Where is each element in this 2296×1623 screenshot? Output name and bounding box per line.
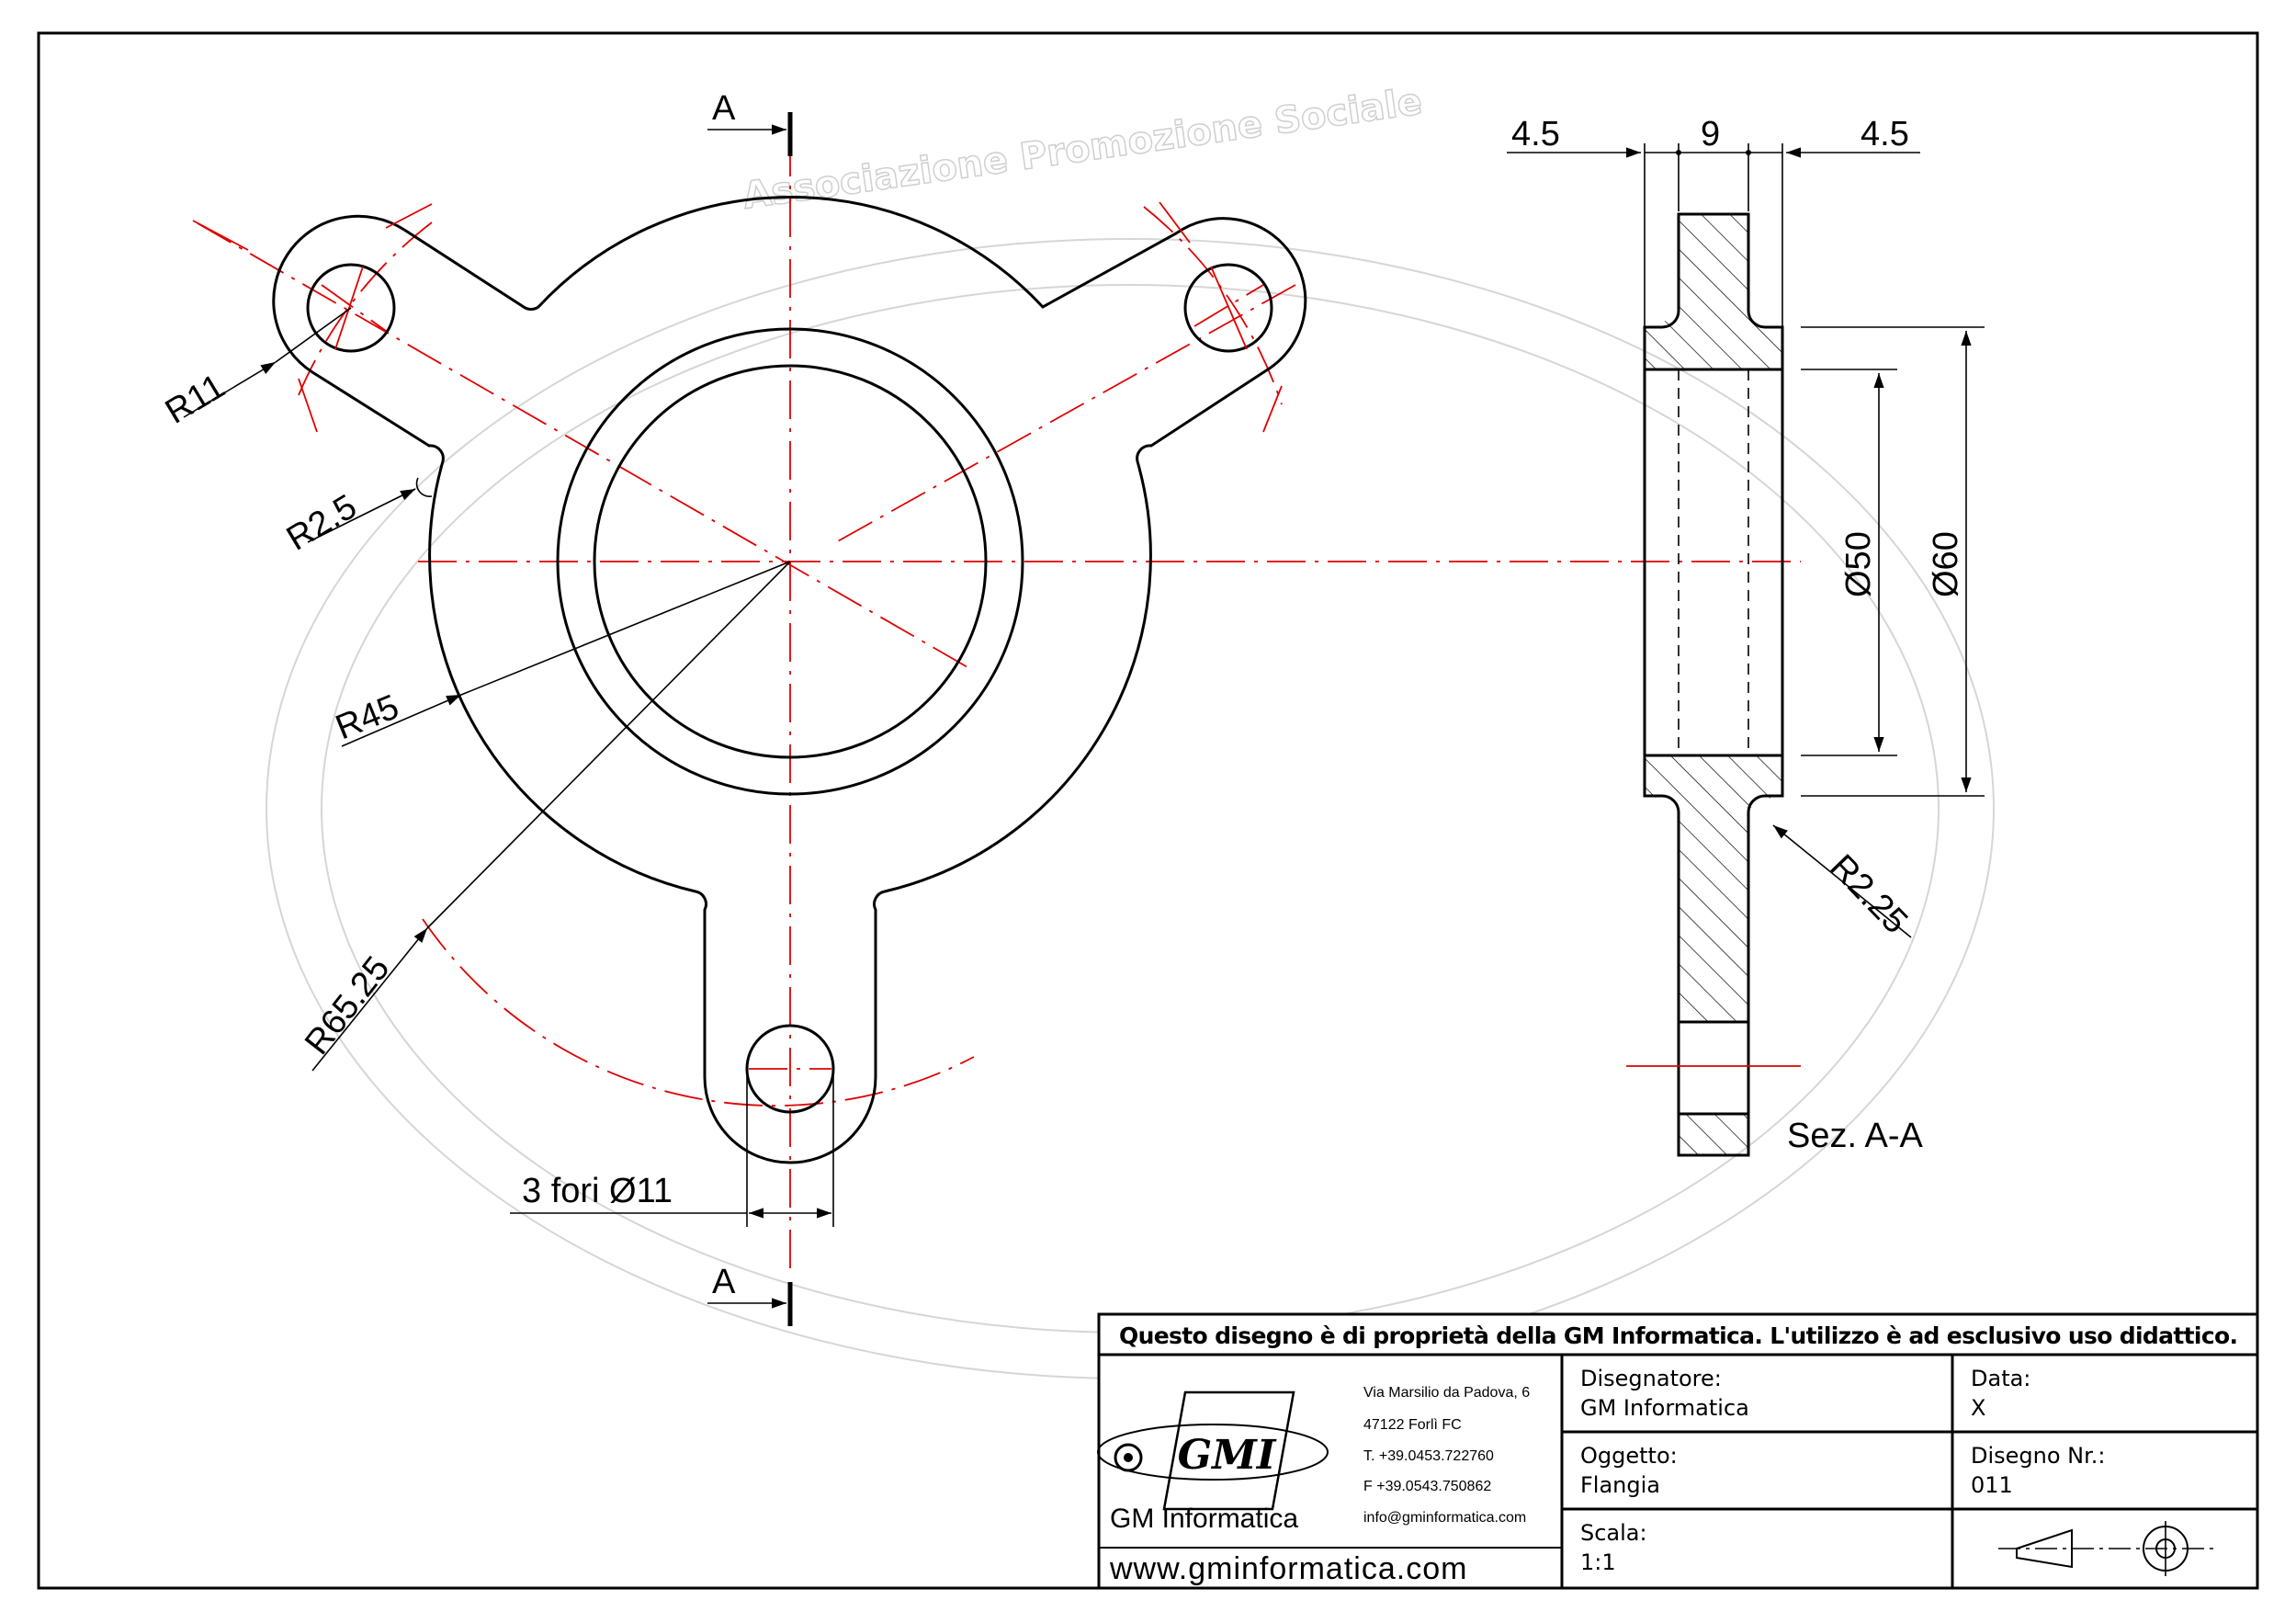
company-address-1: Via Marsilio da Padova, 6 <box>1363 1385 1530 1401</box>
ownership-notice: Questo disegno è di proprietà della GM I… <box>1119 1322 2238 1349</box>
projection-symbol-icon <box>1998 1521 2219 1576</box>
logo-text: GMI <box>1178 1432 1277 1479</box>
dim-text-width-left: 4.5 <box>1511 115 1560 153</box>
company-logo: GMI <box>1097 1390 1329 1511</box>
bolt-circle-arc-right <box>1143 206 1283 405</box>
dim-text-r11: R11 <box>159 367 232 431</box>
outer-hub-circle <box>556 327 1024 796</box>
diagonal-center-line-right <box>835 284 1296 543</box>
drawing-number-label: Disegno Nr.: <box>1971 1443 2106 1469</box>
dim-r11: R11 <box>159 307 352 432</box>
company-website: www.gminformatica.com <box>1109 1551 1467 1586</box>
dim-r2-5: R2.5 <box>280 477 433 559</box>
company-phone: T. +39.0453.722760 <box>1363 1448 1494 1464</box>
diagonal-center-line-left <box>197 222 975 672</box>
section-marker-top: A <box>707 89 793 156</box>
bore-circle <box>593 364 988 759</box>
object-value: Flangia <box>1580 1472 1660 1498</box>
dim-text-r2-5: R2.5 <box>280 487 363 558</box>
dim-widths: 4.5 9 4.5 <box>1507 115 1920 326</box>
company-address-2: 47122 Forlì FC <box>1363 1417 1462 1433</box>
title-block: Questo disegno è di proprietà della GM I… <box>1097 1312 2259 1590</box>
designer-label: Disegnatore: <box>1580 1366 1722 1391</box>
bolt-hole-bottom <box>745 1024 835 1114</box>
watermark-text: Associazione Promozione Sociale <box>741 80 1425 217</box>
dim-text-d60: Ø60 <box>1927 531 1965 597</box>
dim-text-holes: 3 fori Ø11 <box>522 1172 673 1210</box>
dim-text-d50: Ø50 <box>1839 531 1878 597</box>
dim-r2-25: R2.25 <box>1772 824 1916 941</box>
dim-text-r65-25: R65.25 <box>298 949 398 1061</box>
section-view: 4.5 9 4.5 Ø50 Ø60 R2.25 Sez. A-A <box>1507 115 1985 1157</box>
section-title: Sez. A-A <box>1787 1117 1923 1155</box>
drawing-number-value: 011 <box>1971 1472 2013 1498</box>
company-email: info@gminformatica.com <box>1363 1510 1526 1526</box>
dim-diameters: Ø50 Ø60 <box>1801 326 1985 797</box>
dim-holes: 3 fori Ø11 <box>510 1075 834 1227</box>
dim-r65-25: R65.25 <box>298 561 791 1072</box>
dim-text-width-mid: 9 <box>1701 115 1720 153</box>
scale-label: Scala: <box>1580 1520 1647 1546</box>
dim-text-r45: R45 <box>331 687 404 747</box>
dim-text-r2-25: R2.25 <box>1823 847 1916 941</box>
flange-outline <box>272 196 1307 1164</box>
section-label-a-top: A <box>712 89 736 128</box>
scale-value: 1:1 <box>1580 1549 1616 1575</box>
section-marker-bottom: A <box>707 1263 793 1326</box>
company-name: GM Informatica <box>1110 1504 1298 1534</box>
bolt-hole-left <box>306 263 396 353</box>
section-label-a-bottom: A <box>712 1263 736 1301</box>
company-fax: F +39.0543.750862 <box>1363 1479 1491 1494</box>
bolt-hole-right <box>1183 263 1273 353</box>
object-label: Oggetto: <box>1580 1443 1678 1469</box>
dim-text-width-right: 4.5 <box>1861 115 1909 153</box>
date-value: X <box>1971 1395 1985 1421</box>
bolt-circle-arc-bottom <box>422 918 975 1107</box>
designer-value: GM Informatica <box>1580 1395 1749 1421</box>
bolt-circle-arc-left <box>298 221 433 396</box>
date-label: Data: <box>1971 1366 2030 1391</box>
front-view: A A R11 R2.5 R45 R65.25 <box>159 89 1801 1326</box>
